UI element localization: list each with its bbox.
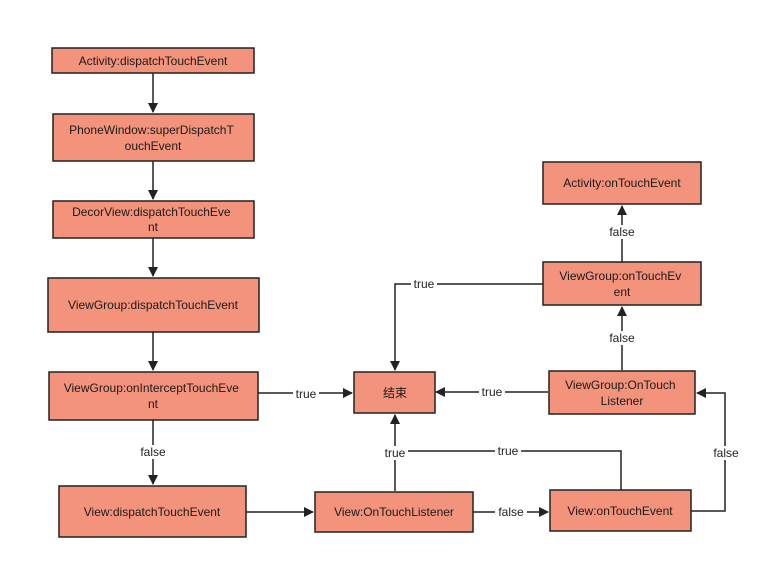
svg-text:Activity:onTouchEvent: Activity:onTouchEvent: [563, 176, 681, 190]
edge-label-listener-true: true: [385, 446, 406, 460]
edge-label-listener-false: false: [498, 505, 524, 519]
node-viewgroup-ontouchevent-line-1: ViewGroup:onTouchEv: [559, 269, 681, 283]
node-viewgroup-ontouchevent: ViewGroup:onTouchEv ent: [542, 261, 702, 306]
node-viewgroup-ontouchlistener-line-2: Listener: [601, 394, 644, 408]
node-viewgroup-intercept-line-1: ViewGroup:onInterceptTouchEve: [64, 381, 240, 395]
svg-text:View:OnTouchListener: View:OnTouchListener: [334, 505, 454, 519]
node-activity-dispatch: Activity:dispatchTouchEvent: [51, 47, 255, 74]
edge-label-intercept-true: true: [296, 387, 317, 401]
edge-vg-ontouchevent-true-to-end: [390, 283, 543, 371]
edge-view-ontouchevent-true-to-end: [395, 450, 622, 490]
node-viewgroup-intercept-line-2: nt: [148, 397, 159, 411]
svg-text:结束: 结束: [383, 386, 407, 400]
node-phonewindow-line-1: PhoneWindow:superDispatchT: [69, 123, 234, 137]
node-view-ontouchlistener-line-1: View:OnTouchListener: [334, 505, 454, 519]
node-view-dispatch: View:dispatchTouchEvent: [58, 485, 247, 538]
edge-label-intercept-false: false: [140, 445, 166, 459]
node-view-ontouchevent: View:onTouchEvent: [549, 489, 692, 532]
node-viewgroup-dispatch-line-1: ViewGroup:dispatchTouchEvent: [68, 298, 239, 312]
edge-label-vg-listener-false: false: [609, 331, 635, 345]
node-view-ontouchevent-line-1: View:onTouchEvent: [567, 504, 673, 518]
node-decorview-line-2: nt: [148, 220, 159, 234]
edge-label-view-ontouchevent-false: false: [713, 446, 739, 460]
node-viewgroup-intercept: ViewGroup:onInterceptTouchEve nt: [48, 371, 259, 421]
svg-text:ViewGroup:onTouchEv en: ViewGroup:onTouchEv ent: [559, 269, 684, 299]
node-viewgroup-ontouchevent-line-2: ent: [614, 285, 631, 299]
svg-text:ViewGroup:dispatchTouchEvent: ViewGroup:dispatchTouchEvent: [68, 298, 239, 312]
node-view-dispatch-line-1: View:dispatchTouchEvent: [84, 505, 221, 519]
svg-text:DecorView:dispatchTouchEve: DecorView:dispatchTouchEve nt: [72, 205, 234, 234]
svg-text:ViewGroup:OnTouch List: ViewGroup:OnTouch Listener: [565, 378, 679, 408]
edge-label-view-ontouchevent-true: true: [498, 444, 519, 458]
node-end-line-1: 结束: [383, 386, 407, 400]
node-end: 结束: [353, 371, 436, 414]
node-phonewindow: PhoneWindow:superDispatchT ouchEvent: [52, 113, 255, 162]
node-decorview-line-1: DecorView:dispatchTouchEve: [72, 205, 231, 219]
edge-label-vg-ontouchevent-false: false: [609, 225, 635, 239]
node-decorview: DecorView:dispatchTouchEve nt: [52, 200, 255, 239]
node-phonewindow-line-2: ouchEvent: [125, 139, 182, 153]
node-viewgroup-dispatch: ViewGroup:dispatchTouchEvent: [47, 277, 260, 333]
edge-labels: true false false true true false true fa…: [137, 225, 742, 519]
nodes: Activity:dispatchTouchEvent PhoneWindow:…: [47, 47, 702, 538]
svg-text:Activity:dispatchTouchEvent: Activity:dispatchTouchEvent: [79, 54, 228, 68]
node-activity-ontouchevent-line-1: Activity:onTouchEvent: [563, 176, 681, 190]
node-activity-dispatch-line-1: Activity:dispatchTouchEvent: [79, 54, 228, 68]
node-viewgroup-ontouchlistener: ViewGroup:OnTouch Listener: [548, 370, 696, 415]
edge-label-vg-listener-true: true: [482, 385, 503, 399]
svg-text:View:onTouchEvent: View:onTouchEvent: [567, 504, 673, 518]
node-activity-ontouchevent: Activity:onTouchEvent: [542, 161, 702, 205]
svg-text:ViewGroup:onInterceptTouchEve: ViewGroup:onInterceptTouchEve nt: [64, 381, 243, 411]
svg-text:View:dispatchTouchEvent: View:dispatchTouchEvent: [84, 505, 221, 519]
node-viewgroup-ontouchlistener-line-1: ViewGroup:OnTouch: [565, 378, 676, 392]
svg-text:PhoneWindow:superDispatchT: PhoneWindow:superDispatchT ouchEvent: [69, 123, 237, 153]
node-view-ontouchlistener: View:OnTouchListener: [314, 491, 474, 533]
edge-label-vg-ontouchevent-true: true: [414, 277, 435, 291]
